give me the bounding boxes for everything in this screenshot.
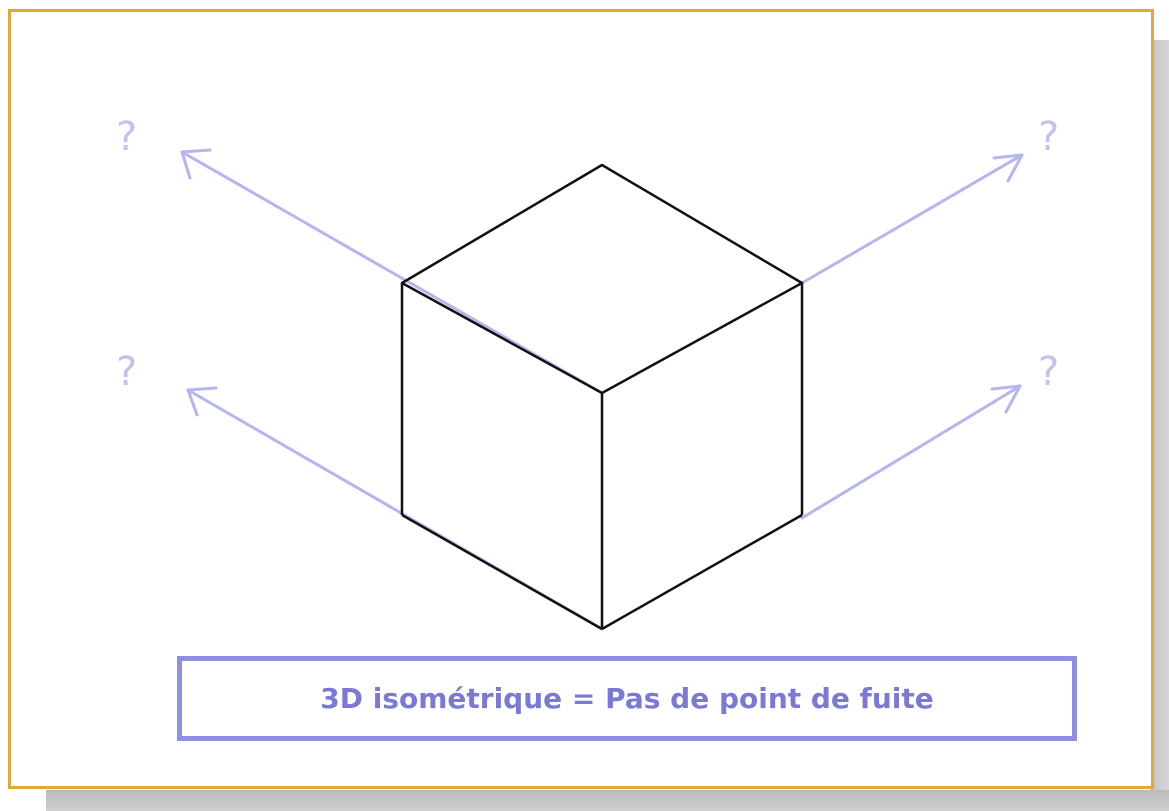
cube-top-face <box>400 163 804 395</box>
cube <box>400 163 804 631</box>
page-shadow-right <box>1150 40 1169 811</box>
arrow-bottom-right <box>800 384 1022 520</box>
question-mark-top-right: ? <box>1038 114 1059 160</box>
arrow-top-left <box>180 150 604 395</box>
arrowhead-bottom-left <box>186 386 218 417</box>
cube-bottom-left-edge <box>401 513 603 631</box>
question-mark-bottom-right: ? <box>1038 349 1059 395</box>
question-mark-bottom-left: ? <box>116 349 137 395</box>
caption-box: 3D isométrique = Pas de point de fuite <box>177 656 1077 741</box>
arrow-top-right <box>800 153 1024 285</box>
arrowhead-bottom-right <box>990 384 1022 414</box>
arrowhead-top-left <box>180 148 212 180</box>
page-shadow-bottom <box>46 790 1169 811</box>
cube-bottom-right-edge <box>601 513 803 631</box>
question-mark-top-left: ? <box>116 114 137 160</box>
caption-text: 3D isométrique = Pas de point de fuite <box>320 682 934 715</box>
arrowhead-top-right <box>992 153 1024 183</box>
